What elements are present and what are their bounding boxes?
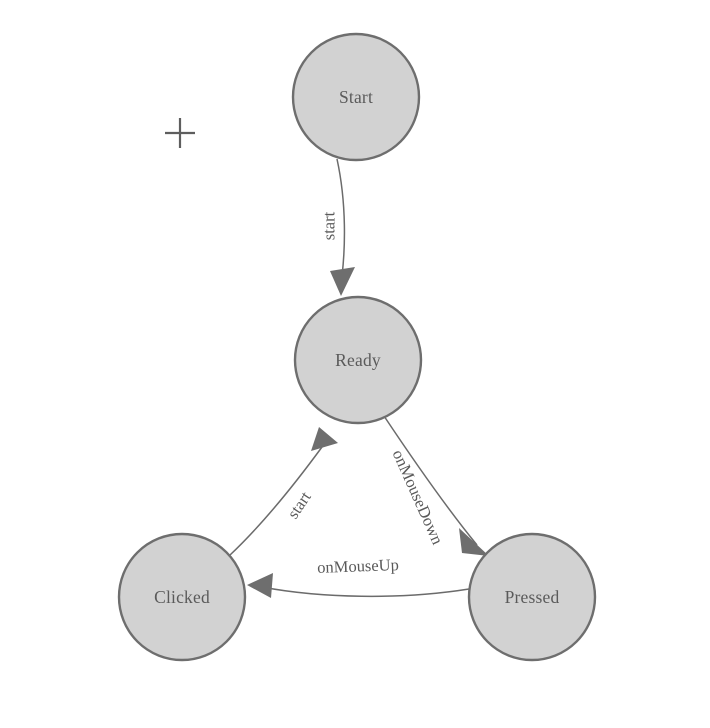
node-pressed-circle[interactable] <box>467 532 597 662</box>
edge-ready-to-pressed[interactable]: onMouseDown <box>383 415 489 556</box>
arrow-head-clicked-right <box>247 573 273 598</box>
node-ready[interactable]: Ready <box>293 295 423 425</box>
node-clicked-circle[interactable] <box>117 532 247 662</box>
edge-pressed-to-clicked[interactable]: onMouseUp <box>247 555 470 598</box>
node-clicked-label: Clicked <box>154 587 210 607</box>
edge-clicked-to-ready[interactable]: start <box>229 427 338 556</box>
node-pressed-label: Pressed <box>505 587 560 607</box>
node-ready-label: Ready <box>335 350 381 370</box>
edge-label-start-to-ready: start <box>320 211 339 240</box>
arrow-head-ready-bottom <box>311 427 338 451</box>
edge-start-to-ready[interactable]: start <box>320 158 356 296</box>
node-clicked[interactable]: Clicked <box>117 532 247 662</box>
node-start[interactable]: Start <box>291 32 421 162</box>
arrow-head-ready-top <box>330 267 355 296</box>
edge-label-ready-to-pressed: onMouseDown <box>389 447 448 548</box>
node-start-label: Start <box>339 87 373 107</box>
edge-label-clicked-to-ready: start <box>283 488 315 523</box>
plus-icon <box>165 118 195 148</box>
node-start-circle[interactable] <box>291 32 421 162</box>
node-ready-circle[interactable] <box>293 295 423 425</box>
node-pressed[interactable]: Pressed <box>467 532 597 662</box>
edge-label-pressed-to-clicked: onMouseUp <box>317 555 399 577</box>
arrow-head-pressed-top <box>459 528 489 556</box>
